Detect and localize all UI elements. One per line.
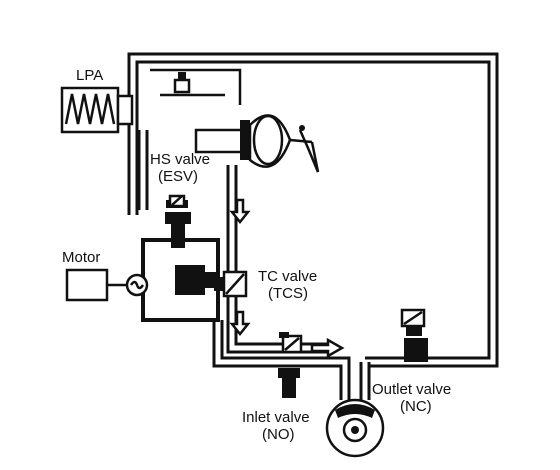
motor xyxy=(65,268,149,302)
wheel-brake xyxy=(325,398,385,458)
tc-valve-label: TC valve xyxy=(258,268,317,285)
outlet-valve xyxy=(400,308,428,362)
tc-valve-sublabel: (TCS) xyxy=(268,285,308,302)
hs-valve-label: HS valve xyxy=(150,151,210,168)
inlet-valve-label: Inlet valve xyxy=(242,409,310,426)
inlet-valve-sublabel: (NO) xyxy=(262,426,295,443)
pump-housing xyxy=(141,238,220,322)
flow-arrow-right xyxy=(310,337,345,359)
inlet-valve-upper xyxy=(279,332,303,354)
flow-arrow-down-1 xyxy=(229,198,251,225)
lpa-accumulator xyxy=(60,86,134,134)
master-cylinder xyxy=(173,72,320,173)
tc-valve xyxy=(214,270,248,298)
outlet-valve-label: Outlet valve xyxy=(372,381,451,398)
motor-label: Motor xyxy=(62,249,100,266)
flow-arrow-down-2 xyxy=(229,310,251,337)
outlet-valve-sublabel: (NC) xyxy=(400,398,432,415)
lpa-label: LPA xyxy=(76,67,103,84)
hs-valve-sublabel: (ESV) xyxy=(158,168,198,185)
pedal-icon xyxy=(310,141,320,173)
inlet-valve xyxy=(278,368,300,398)
